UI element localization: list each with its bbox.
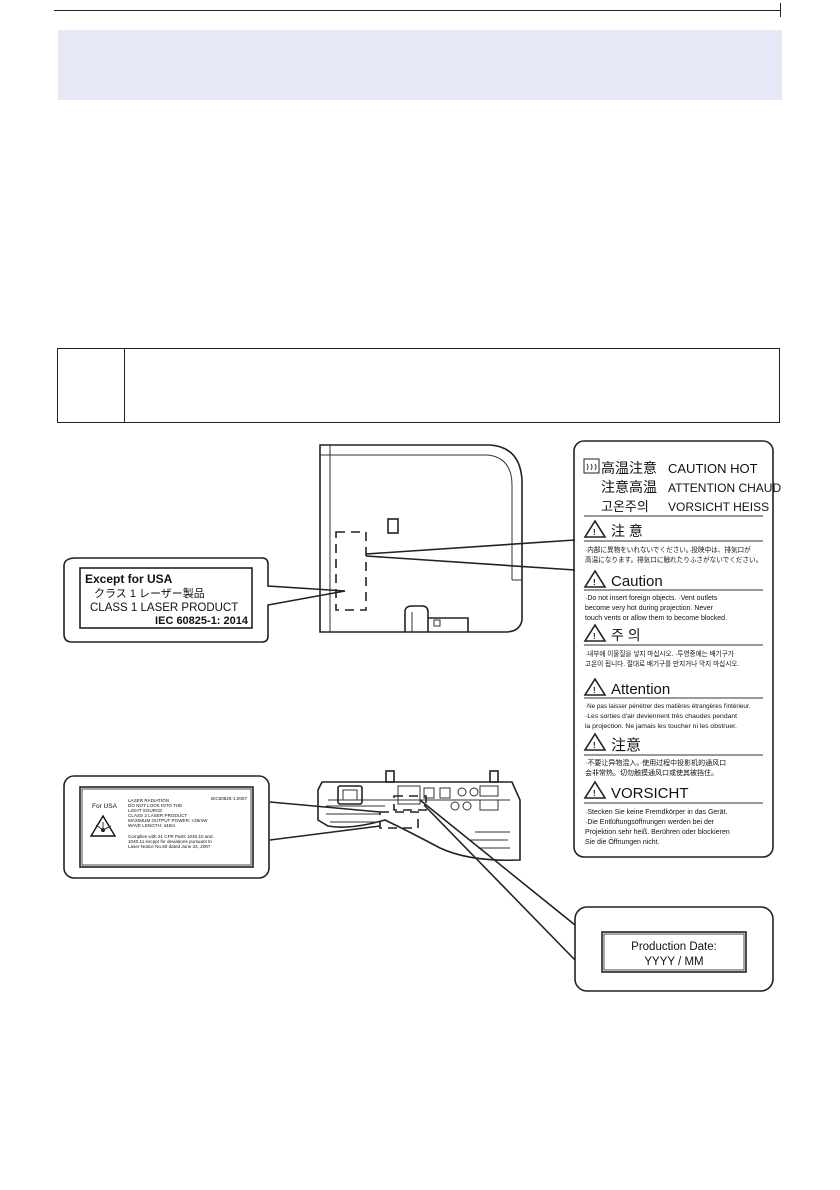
note-box-divider [124, 349, 125, 422]
svg-text:!: ! [593, 741, 596, 750]
except-usa-line-class: CLASS 1 LASER PRODUCT [90, 602, 238, 614]
warning-triangle-icon [583, 780, 607, 799]
warning-section-4-line: la projection. Ne jamais les toucher ni … [585, 723, 737, 730]
warning-section-1-line: ·内部に異物をいれないでください。·投映中は、排気口が [585, 545, 751, 554]
leader-line-warning-1 [365, 539, 576, 555]
except-usa-line-iec: IEC 60825-1: 2014 [155, 615, 249, 627]
warning-section-6-line: ·Stecken Sie keine Fremdkörper in das Ge… [585, 809, 727, 816]
warning-section-5-title: 注意 [611, 736, 641, 754]
warning-section-4-line: ·Les sorties d'air deviennent très chaud… [585, 713, 737, 720]
warning-section-6-title: VORSICHT [611, 785, 689, 802]
warning-section-3-line: ·내부에 이물질을 넣지 마십시오. ·투영중에는 배기구가 [585, 649, 734, 658]
note-box [57, 348, 780, 423]
usa-label-line: LIGHT SOURCE [128, 808, 162, 813]
warning-section-3-line: 고온이 됩니다. 절대로 배기구를 만지거나 막지 마십시오. [585, 659, 739, 668]
warning-section-2-line: ·Do not insert foreign objects. ·Vent ou… [585, 595, 718, 602]
usa-label-standard: IEC60825-1:2007 [211, 796, 247, 801]
warning-triangle-icon [583, 732, 607, 751]
warning-section-1-title: 注 意 [611, 523, 643, 539]
warning-section-1-line: 高温になります。排気口に触れたりふさがないでください。 [585, 555, 762, 564]
usa-laser-label: For USA IEC60825-1:2007 LASER RADIATION … [63, 775, 270, 879]
except-usa-label: Except for USA クラス 1 レーザー製品 CLASS 1 LASE… [63, 557, 346, 643]
warning-triangle-icon [583, 623, 607, 642]
projector-top-view [319, 444, 523, 633]
warning-section-6-line: Projektion sehr heiß. Berühren oder bloc… [585, 829, 730, 836]
hot-row-3-cjk: 고온주의 [601, 499, 649, 514]
usa-label-line: Laser Notice No.50 dated June 24, 2007 [128, 844, 211, 849]
svg-text:!: ! [593, 632, 596, 641]
production-date-line2: YYYY / MM [644, 956, 703, 968]
warning-section-5-line: 会非常热。切勿触摸通风口或使其被挡住。 [585, 768, 718, 777]
warning-section-2-line: touch vents or allow them to become bloc… [585, 615, 727, 622]
usa-label-line: CLASS 2 LASER PRODUCT [128, 813, 187, 818]
warning-section-5-line: ·不要让异物混入。·使用过程中投影机的通风口 [585, 758, 726, 767]
usa-label-line: MAXIMUM OUTPUT POWER: <36mW [128, 818, 208, 823]
page-corner-mark [780, 3, 791, 17]
warning-triangle-icon [583, 569, 607, 588]
leader-line-usa-2 [269, 825, 381, 841]
svg-text:!: ! [593, 578, 596, 587]
warning-section-4-line: ·Ne pas laisser pénétrer des matières ét… [585, 703, 751, 710]
warning-section-6-line: ·Die Entlüftungsöffnungen werden bei der [585, 819, 715, 826]
top-rule [54, 10, 780, 11]
svg-text:!: ! [593, 528, 596, 537]
except-usa-heading: Except for USA [85, 572, 173, 586]
projector-rear-view [317, 770, 521, 862]
hot-icon [583, 458, 600, 474]
hot-row-2-cjk: 注意高温 [601, 479, 657, 495]
usa-label-line: DO NOT LOOK INTO THE [128, 803, 182, 808]
warning-section-6-line: Sie die Öffnungen nicht. [585, 838, 660, 846]
section-title-band [58, 30, 782, 100]
usa-label-line: LASER RADIATION [128, 798, 169, 803]
warning-section-2-title: Caution [611, 573, 663, 590]
leader-line-warning-2 [365, 555, 576, 571]
svg-text:!: ! [593, 789, 596, 798]
usa-label-for-usa: For USA [92, 803, 118, 810]
hot-row-2-text: ATTENTION CHAUD [668, 481, 781, 495]
warning-section-4-title: Attention [611, 681, 670, 698]
hot-row-1-text: CAUTION HOT [668, 461, 758, 476]
production-date-label: Production Date: YYYY / MM [574, 906, 774, 992]
warning-section-3-title: 주 의 [611, 627, 641, 643]
usa-label-line: 1040.11 except for deviations pursuant t… [128, 839, 212, 844]
warning-triangle-icon [583, 519, 607, 538]
production-date-line1: Production Date: [631, 941, 717, 953]
warning-section-2-line: become very hot during projection. Never [585, 605, 714, 612]
hot-row-1-cjk: 高温注意 [601, 460, 657, 476]
svg-text:!: ! [593, 686, 596, 695]
laser-hazard-icon [89, 814, 117, 837]
warning-label: 高温注意 CAUTION HOT 注意高温 ATTENTION CHAUD 고온… [573, 440, 781, 858]
leader-line-production-1 [419, 799, 576, 926]
usa-label-line: Complies with 21 CFR Parts 1040.10 and [128, 834, 213, 839]
except-usa-line-ja: クラス 1 レーザー製品 [94, 586, 205, 600]
warning-triangle-icon [583, 677, 607, 696]
usa-label-line: WAVE LENGTH: 445m [128, 823, 175, 828]
leader-line-usa-1 [269, 801, 381, 813]
leader-line-production-2 [423, 804, 576, 961]
hot-row-3-text: VORSICHT HEISS [668, 500, 769, 514]
